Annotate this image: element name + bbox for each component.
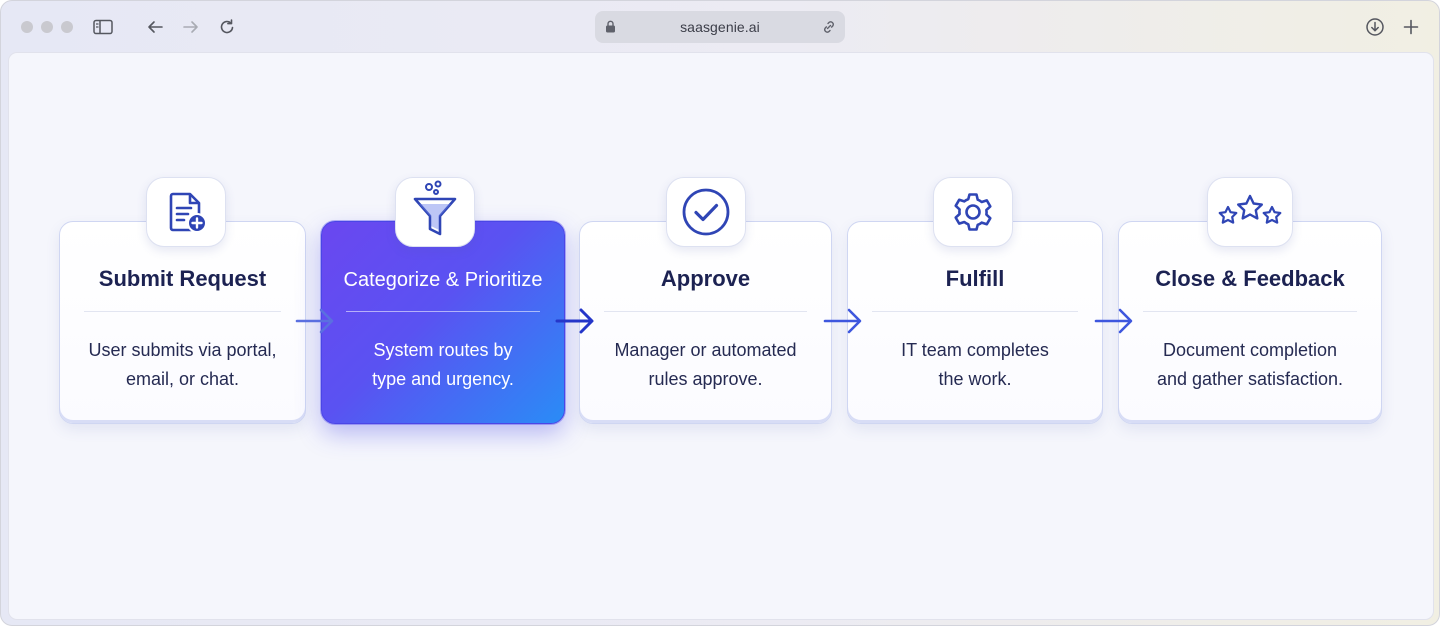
address-bar[interactable]: saasgenie.ai: [595, 11, 845, 43]
link-icon[interactable]: [821, 19, 837, 40]
download-icon[interactable]: [1362, 15, 1388, 39]
document-plus-icon: [146, 177, 226, 247]
step-title: Categorize & Prioritize: [343, 269, 543, 291]
divider: [84, 311, 281, 312]
lock-icon: [605, 20, 616, 38]
arrow-right-icon: [1094, 308, 1133, 334]
sidebar-toggle-icon[interactable]: [90, 15, 116, 39]
step-title: Fulfill: [945, 266, 1005, 291]
url-text: saasgenie.ai: [680, 19, 760, 35]
check-circle-icon: [666, 177, 746, 247]
back-arrow-icon[interactable]: [142, 15, 168, 39]
funnel-icon: [395, 177, 475, 247]
step-card-categorize-prioritize[interactable]: Categorize & Prioritize System routes by…: [321, 221, 565, 424]
new-tab-plus-icon[interactable]: [1398, 15, 1424, 39]
stars-icon: [1207, 177, 1293, 247]
close-window-button[interactable]: [21, 21, 33, 33]
step-card-submit-request[interactable]: Submit Request User submits via portal,e…: [59, 221, 306, 424]
arrow-right-icon: [295, 308, 334, 334]
divider: [604, 311, 807, 312]
zoom-window-button[interactable]: [61, 21, 73, 33]
minimize-window-button[interactable]: [41, 21, 53, 33]
title-bar: saasgenie.ai: [1, 1, 1439, 53]
step-title: Close & Feedback: [1155, 266, 1345, 291]
arrow-right-icon: [823, 308, 862, 334]
forward-arrow-icon[interactable]: [178, 15, 204, 39]
step-title: Submit Request: [98, 266, 267, 291]
page-content: Submit Request User submits via portal,e…: [9, 53, 1433, 619]
divider: [872, 311, 1078, 312]
step-title: Approve: [660, 266, 751, 291]
step-description: User submits via portal,email, or chat.: [88, 340, 277, 389]
divider: [1143, 311, 1357, 312]
arrow-right-icon: [555, 308, 594, 334]
reload-icon[interactable]: [214, 15, 240, 39]
gear-icon: [933, 177, 1013, 247]
divider: [346, 311, 540, 312]
